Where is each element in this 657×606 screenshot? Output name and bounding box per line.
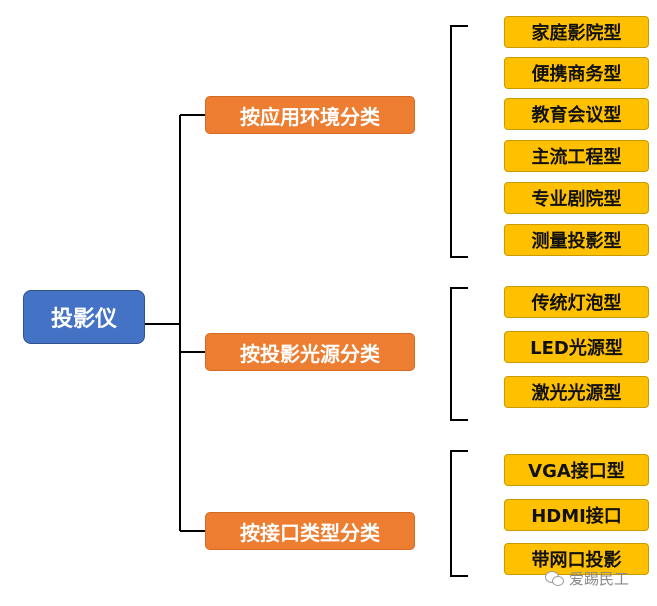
leaf-label: 主流工程型 — [531, 147, 622, 168]
leaf-label: 便携商务型 — [531, 64, 622, 85]
leaf-label: LED光源型 — [530, 338, 623, 359]
leaf-node: 主流工程型 — [504, 140, 649, 172]
leaf-node: 家庭影院型 — [504, 16, 649, 48]
leaf-node: LED光源型 — [504, 331, 649, 363]
leaf-node: 便携商务型 — [504, 57, 649, 89]
leaf-label: 教育会议型 — [531, 105, 622, 126]
leaf-label: 测量投影型 — [531, 231, 622, 252]
bracket-category-2 — [450, 287, 468, 421]
leaf-node: 传统灯泡型 — [504, 286, 649, 318]
category-light-source: 按投影光源分类 — [205, 333, 415, 371]
leaf-label: HDMI接口 — [531, 506, 622, 527]
leaf-label: 专业剧院型 — [531, 189, 622, 210]
leaf-node: 激光光源型 — [504, 376, 649, 408]
category-label: 按投影光源分类 — [240, 341, 380, 366]
leaf-node: HDMI接口 — [504, 499, 649, 531]
leaf-node: VGA接口型 — [504, 454, 649, 486]
watermark: 爱踢民工 — [545, 568, 629, 589]
leaf-node: 带网口投影 — [504, 543, 649, 575]
wechat-icon — [545, 570, 565, 587]
leaf-label: 带网口投影 — [531, 550, 622, 571]
leaf-node: 教育会议型 — [504, 98, 649, 130]
root-node: 投影仪 — [23, 290, 145, 344]
category-label: 按接口类型分类 — [240, 520, 380, 545]
bracket-category-3 — [450, 450, 468, 577]
leaf-label: 传统灯泡型 — [531, 293, 622, 314]
leaf-node: 专业剧院型 — [504, 182, 649, 214]
category-interface-type: 按接口类型分类 — [205, 512, 415, 550]
leaf-label: 激光光源型 — [531, 383, 622, 404]
root-label: 投影仪 — [50, 307, 117, 332]
category-application-environment: 按应用环境分类 — [205, 96, 415, 134]
watermark-text: 爱踢民工 — [569, 570, 630, 588]
leaf-node: 测量投影型 — [504, 224, 649, 256]
leaf-label: VGA接口型 — [528, 461, 625, 482]
leaf-label: 家庭影院型 — [531, 23, 622, 44]
bracket-category-1 — [450, 25, 468, 258]
category-label: 按应用环境分类 — [240, 104, 380, 129]
